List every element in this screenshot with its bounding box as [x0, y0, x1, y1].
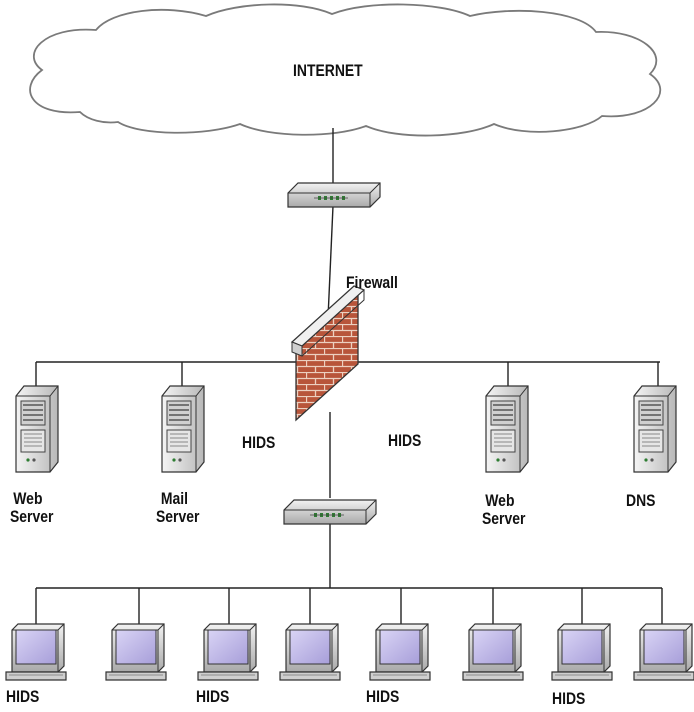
workstation-icon [279, 623, 341, 681]
hids-label-right: HIDS [388, 431, 422, 450]
workstation-label-4: HIDS [552, 689, 586, 708]
internet-label: INTERNET [293, 61, 363, 80]
workstation-label-1: HIDS [6, 687, 40, 706]
workstation-icon [197, 623, 259, 681]
workstation-icon [105, 623, 167, 681]
workstation-icon [462, 623, 524, 681]
workstation-label-3: HIDS [366, 687, 400, 706]
firewall-label: Firewall [346, 273, 398, 292]
server-label-web-1: Web Server [10, 489, 54, 526]
server-icon [485, 385, 529, 473]
server-label-dns: DNS [626, 491, 656, 510]
server-icon [633, 385, 677, 473]
hids-label-left: HIDS [242, 433, 276, 452]
server-icon [15, 385, 59, 473]
workstation-icon [633, 623, 694, 681]
workstation-icon [369, 623, 431, 681]
workstation-icon [5, 623, 67, 681]
router-icon [283, 499, 377, 525]
server-icon [161, 385, 205, 473]
cloud-icon [29, 3, 662, 137]
server-label-mail: Mail Server [156, 489, 200, 526]
workstation-icon [551, 623, 613, 681]
server-label-web-2: Web Server [482, 491, 526, 528]
workstation-label-2: HIDS [196, 687, 230, 706]
router-icon [287, 182, 381, 208]
firewall-icon [290, 285, 366, 422]
